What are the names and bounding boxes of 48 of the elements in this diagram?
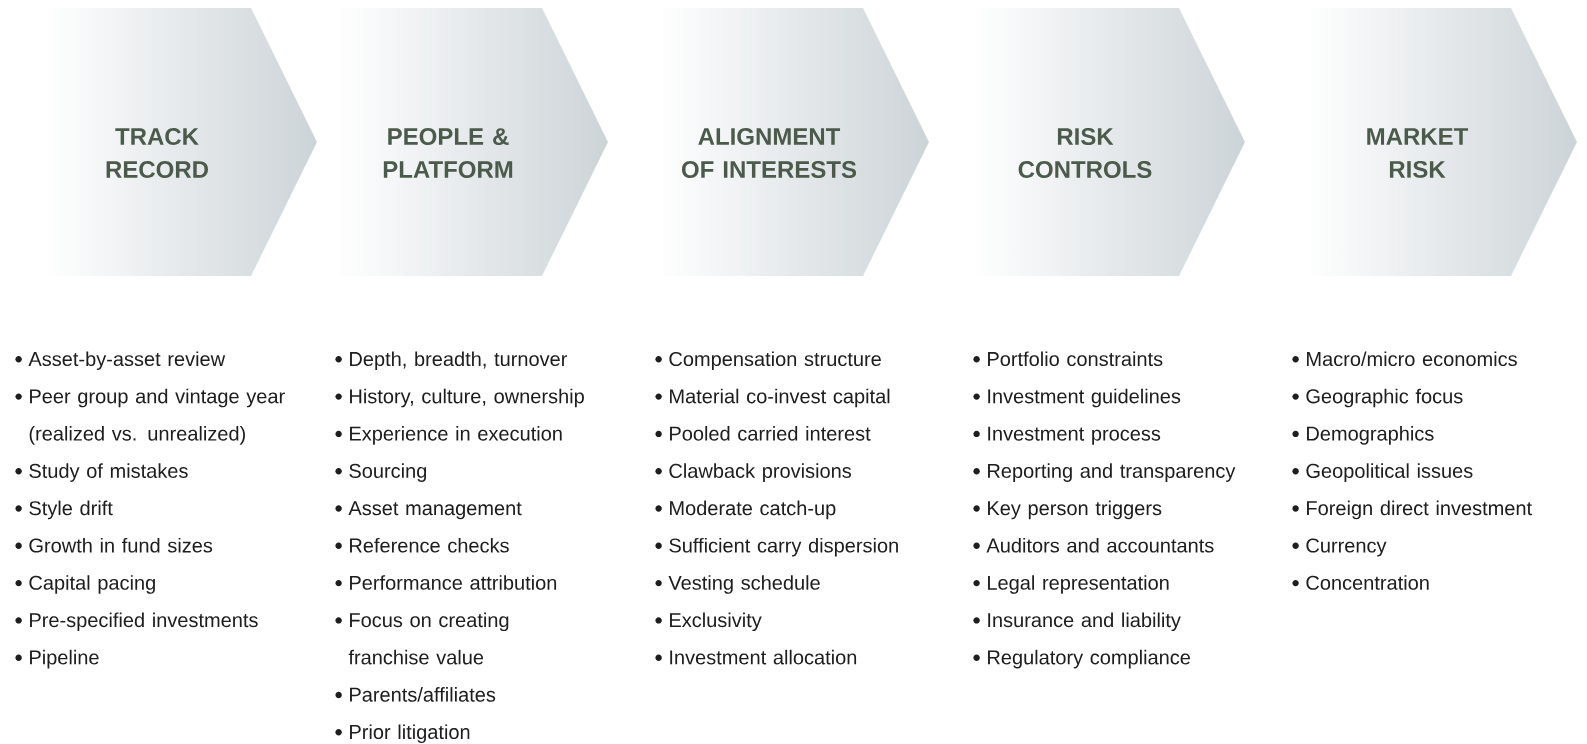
bullet-item: Reporting and transparency — [973, 463, 1236, 482]
bullet-item: Material co-invest capital — [655, 388, 890, 408]
bullet-item: Vesting schedule — [655, 575, 820, 594]
bullet-item: Reference checks — [335, 537, 509, 553]
bullet-item: Experience in execution — [335, 426, 562, 445]
bullet-item: Pooled carried interest — [655, 426, 871, 441]
bullet-item: Macro/micro economics — [1292, 351, 1517, 367]
bullet-item: Key person triggers — [973, 500, 1162, 520]
bullet-item: Peer group and vintage year (realized vs. unrealized) — [15, 388, 285, 445]
bullet-item: Pre-specified investments — [15, 612, 258, 632]
bullet-item: Focus on creating franchise value — [335, 612, 509, 665]
bullet-item: Moderate catch-up — [655, 500, 836, 520]
bullet-item: Sufficient carry dispersion — [655, 537, 898, 557]
bullet-item: Geographic focus — [1292, 388, 1463, 408]
bullet-item: Capital pacing — [15, 575, 155, 594]
bullet-item: Asset management — [335, 501, 522, 520]
bullet-item: Prior litigation — [335, 724, 470, 743]
bullet-item: Investment allocation — [655, 649, 857, 665]
bullet-item: Sourcing — [335, 463, 427, 482]
bullet-item: Geopolitical issues — [1292, 463, 1473, 482]
bullet-item: Regulatory compliance — [973, 649, 1190, 669]
bullet-item: Parents/affiliates — [335, 687, 496, 702]
bullet-item: Exclusivity — [655, 612, 762, 632]
bullet-item: History, culture, ownership — [335, 388, 584, 408]
bullet-item: Currency — [1292, 538, 1387, 557]
bullet-item: Legal representation — [973, 575, 1169, 594]
chevron: PEOPLE & PLATFORM — [383, 128, 513, 178]
bullet-item: Demographics — [1292, 426, 1434, 445]
bullet-item: Growth in fund sizes — [15, 537, 213, 553]
bullet-item: Insurance and liability — [973, 612, 1181, 632]
bullet-item: Pipeline — [15, 649, 99, 669]
bullet-item: Performance attribution — [335, 575, 557, 590]
chevron: ALIGNMENT OF INTERESTS — [681, 128, 857, 178]
bullet-item: Investment guidelines — [973, 388, 1181, 408]
bullet-item: Concentration — [1292, 575, 1429, 590]
bullet-item: Clawback provisions — [655, 463, 852, 482]
bullet-item: Auditors and accountants — [973, 537, 1214, 553]
bullet-item: Portfolio constraints — [973, 351, 1163, 367]
bullet-item: Style drift — [15, 500, 113, 520]
bullet-item: Study of mistakes — [15, 463, 188, 482]
chevron: MARKET RISK — [1367, 128, 1469, 178]
bullet-item: Compensation structure — [655, 351, 881, 371]
bullet-item: Depth, breadth, turnover — [335, 351, 568, 371]
bullet-item: Investment process — [973, 426, 1161, 445]
chevron: RISK CONTROLS — [1018, 128, 1152, 178]
bullet-item: Foreign direct investment — [1292, 500, 1532, 520]
bullet-item: Asset-by-asset review — [15, 351, 226, 371]
chevron: TRACK RECORD — [106, 128, 208, 178]
